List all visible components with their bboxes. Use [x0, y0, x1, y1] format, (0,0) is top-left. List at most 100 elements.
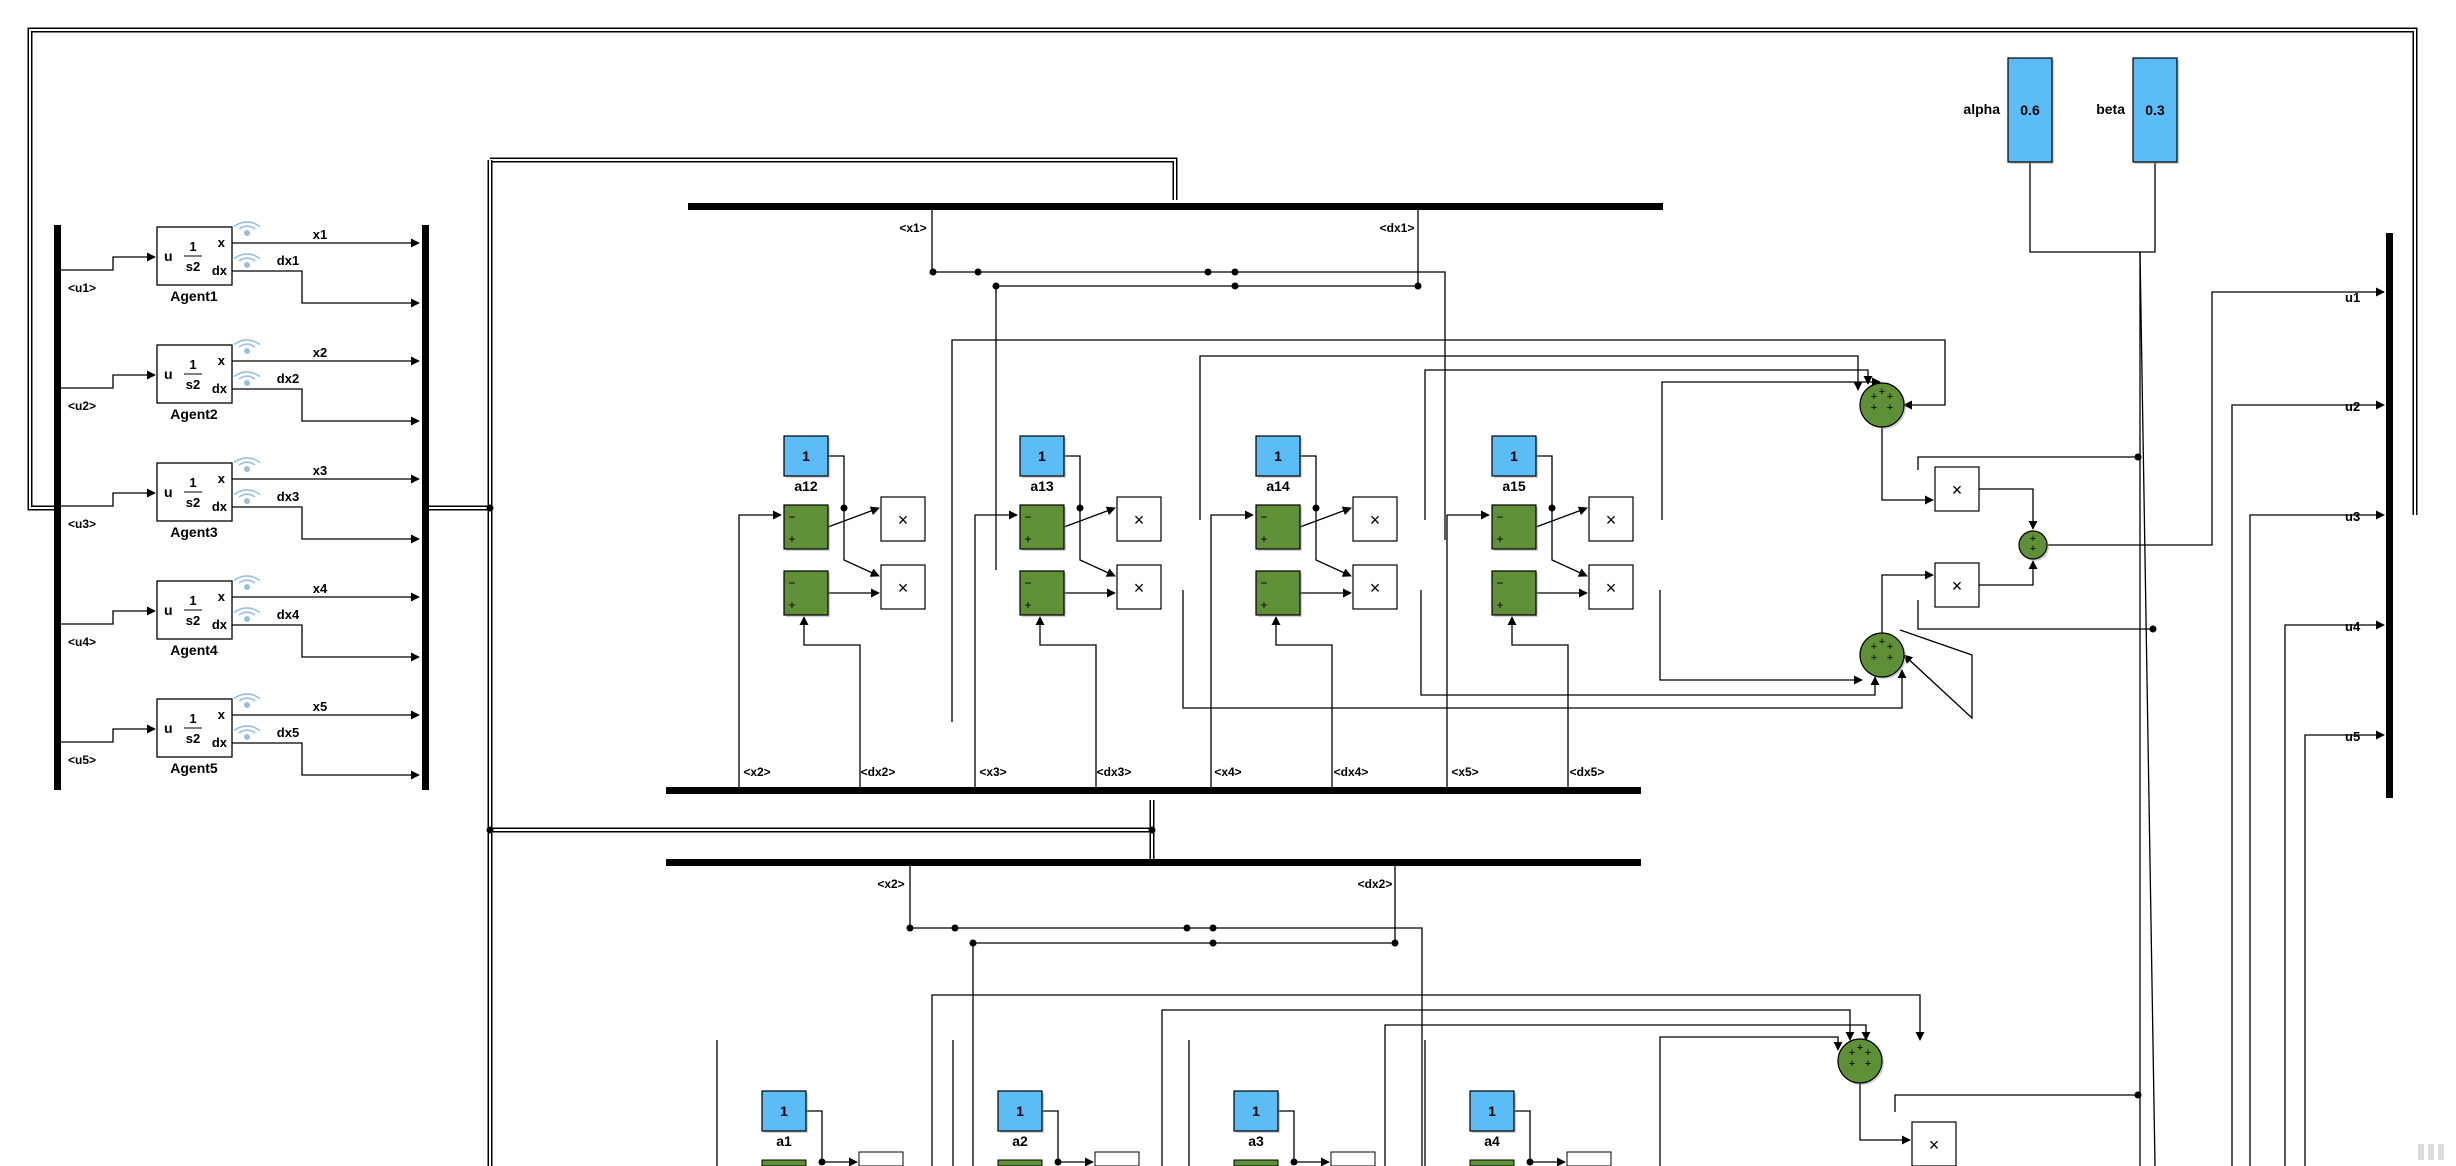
upper-selector-bus[interactable] — [688, 203, 1663, 210]
weight-line — [828, 455, 880, 577]
agent-output-dx: dx — [212, 263, 228, 278]
product-block[interactable] — [880, 496, 926, 542]
dx-signal-line — [232, 624, 420, 662]
branch-point — [1312, 504, 1320, 512]
subtract-block[interactable] — [783, 504, 829, 550]
branch-point — [1054, 1158, 1062, 1166]
branch-point — [1209, 924, 1217, 932]
transfer-numerator: 1 — [189, 357, 196, 372]
subtract-block[interactable] — [1019, 504, 1065, 550]
alpha-block[interactable] — [2007, 57, 2053, 163]
lower-selector-bus[interactable] — [666, 859, 1641, 866]
branch-point — [906, 924, 914, 932]
agent-name: Agent5 — [170, 760, 218, 776]
branch-point — [2134, 453, 2142, 461]
weight-a4-block[interactable] — [1469, 1090, 1515, 1132]
upper-creator-bus[interactable] — [666, 787, 1641, 794]
weight-a1-block[interactable] — [761, 1090, 807, 1132]
weight-a2-block[interactable] — [997, 1090, 1043, 1132]
product-block[interactable] — [1116, 496, 1162, 542]
product-block[interactable] — [1588, 564, 1634, 610]
branch-point — [818, 1158, 826, 1166]
product-block[interactable] — [1934, 466, 1980, 512]
weight-a1-name: a1 — [776, 1133, 792, 1149]
subtract-block[interactable] — [1233, 1159, 1279, 1166]
weight-a15-block[interactable] — [1491, 435, 1537, 477]
output-signal-label: u5 — [2345, 729, 2360, 744]
product-block[interactable] — [858, 1151, 904, 1166]
beta-block[interactable] — [2132, 57, 2178, 163]
wireless-icon — [238, 729, 256, 734]
weight-a1-value: 1 — [780, 1103, 788, 1119]
subtract-block[interactable] — [1255, 504, 1301, 550]
alpha-value: 0.6 — [2020, 102, 2040, 118]
subtract-block[interactable] — [761, 1159, 807, 1166]
subtract-block[interactable] — [997, 1159, 1043, 1166]
weight-a15-value: 1 — [1510, 448, 1518, 464]
dx-signal-label: dx4 — [277, 607, 300, 622]
product-icon: × — [1929, 1135, 1940, 1155]
wireless-icon — [233, 725, 261, 732]
subtract-block[interactable] — [1469, 1159, 1515, 1166]
product-block[interactable] — [1566, 1151, 1612, 1166]
subtract-block[interactable] — [1255, 570, 1301, 616]
wireless-icon — [238, 493, 256, 498]
product-block[interactable] — [1116, 564, 1162, 610]
agent-output-x: x — [218, 589, 226, 604]
minus-port-icon: − — [1024, 510, 1031, 524]
creator-bus-bar[interactable] — [422, 225, 429, 790]
wireless-icon — [238, 579, 256, 584]
diff-line — [1535, 506, 1588, 528]
branch-point — [486, 826, 494, 834]
weight-line — [1514, 1110, 1566, 1166]
agent-output-dx: dx — [212, 735, 228, 750]
sum-block[interactable] — [1859, 382, 1905, 428]
plus-port-icon: + — [2030, 543, 2036, 555]
wireless-icon — [244, 262, 250, 268]
product-block[interactable] — [1352, 564, 1398, 610]
wireless-icon — [233, 253, 261, 260]
feedback-bus — [29, 29, 2416, 515]
product-block[interactable] — [1588, 496, 1634, 542]
product-block[interactable] — [1094, 1151, 1140, 1166]
branch-point — [1231, 268, 1239, 276]
agent-name: Agent2 — [170, 406, 218, 422]
sum-block[interactable] — [1837, 1038, 1883, 1084]
weight-a4-name: a4 — [1484, 1133, 1500, 1149]
feedback-line — [1182, 590, 1907, 709]
weight-a13-block[interactable] — [1019, 435, 1065, 477]
dx-signal-line — [232, 506, 420, 544]
prod-to-sum-line — [1979, 488, 2038, 530]
neighbor-x-line — [1210, 510, 1254, 787]
product-block[interactable] — [1934, 562, 1980, 608]
resize-grip-icon[interactable] — [2416, 1142, 2450, 1162]
beta-label: beta — [2096, 101, 2125, 117]
neighbor-dx-line — [799, 616, 861, 787]
selector-label: <x4> — [1214, 765, 1241, 779]
product-block[interactable] — [1911, 1121, 1957, 1166]
branch-point — [2134, 1091, 2142, 1099]
product-block[interactable] — [1330, 1151, 1376, 1166]
subtract-block[interactable] — [1019, 570, 1065, 616]
sum-block[interactable] — [2018, 530, 2048, 560]
plus-port-icon: + — [1879, 386, 1885, 398]
weight-a14-block[interactable] — [1255, 435, 1301, 477]
subtract-block[interactable] — [1491, 504, 1537, 550]
selector-bus-bar[interactable] — [54, 225, 61, 790]
sum-block[interactable] — [1859, 632, 1905, 678]
subtract-block[interactable] — [783, 570, 829, 616]
weight-a3-block[interactable] — [1233, 1090, 1279, 1132]
u5-line — [2304, 730, 2385, 1166]
agent-input-port: u — [164, 602, 173, 618]
product-block[interactable] — [880, 564, 926, 610]
weight-a2-value: 1 — [1016, 1103, 1024, 1119]
output-bus-bar[interactable] — [2386, 233, 2393, 798]
weight-a12-block[interactable] — [783, 435, 829, 477]
agent-input-port: u — [164, 366, 173, 382]
subtract-block[interactable] — [1491, 570, 1537, 616]
selector-label: <dx5> — [1570, 765, 1605, 779]
weight-line — [1064, 455, 1116, 577]
output-signal-label: u3 — [2345, 509, 2360, 524]
product-block[interactable] — [1352, 496, 1398, 542]
diff-line — [827, 506, 880, 528]
